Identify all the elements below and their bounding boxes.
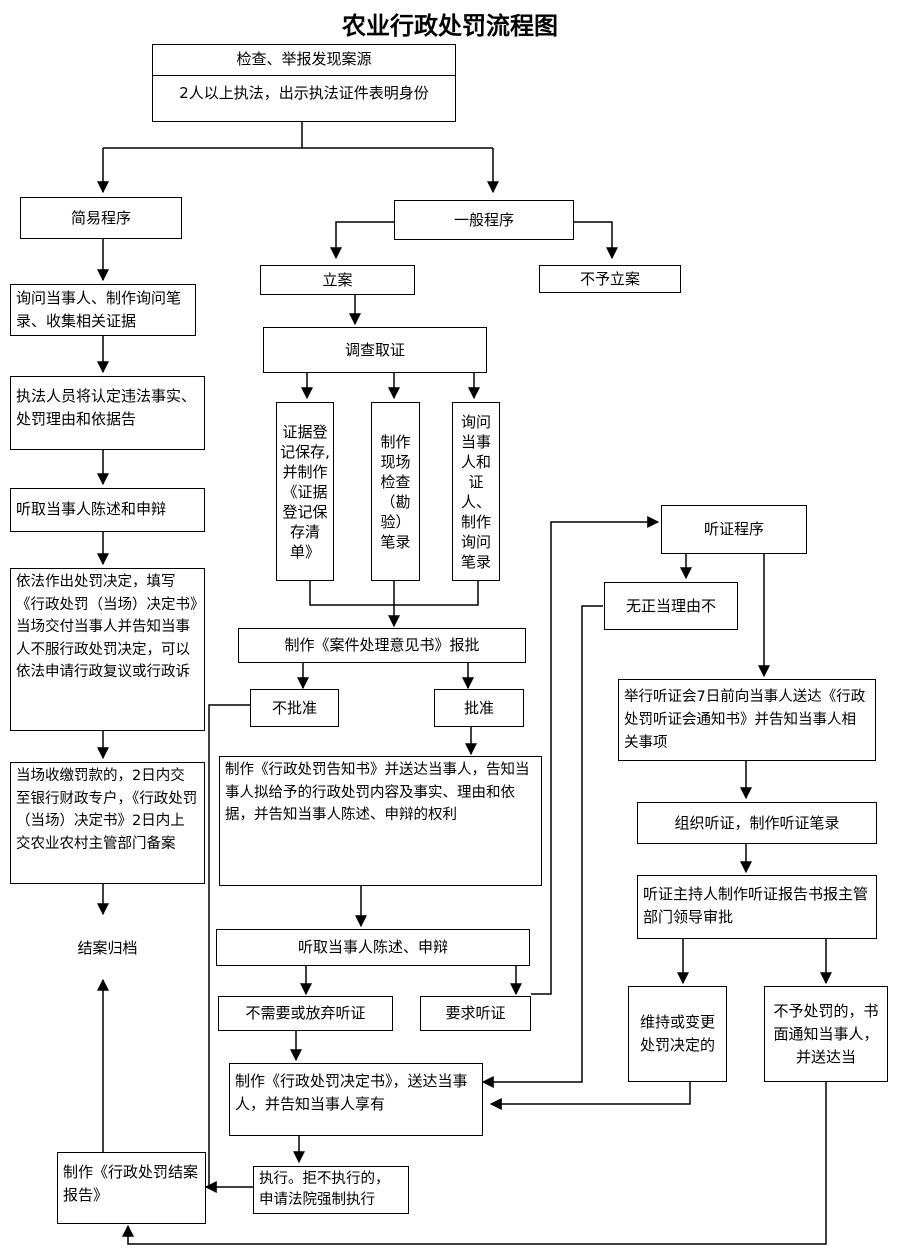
opinion-box: 制作《案件处理意见书》报批	[238, 628, 526, 663]
simple-step-fine: 当场收缴罚款的，2日内交至银行财政专户，《行政处罚（当场）决定书》2日内上交农业…	[10, 762, 205, 884]
chart-title: 农业行政处罚流程图	[342, 11, 558, 40]
source-line2: 2人以上执法，出示执法证件表明身份	[179, 84, 429, 102]
maintain-decision-box: 维持或变更处罚决定的	[628, 986, 727, 1082]
simple-step-inform: 执法人员将认定违法事实、处罚理由和依据告	[10, 376, 205, 450]
connector-general-right	[573, 221, 618, 260]
investigate-box: 调查取证	[263, 327, 487, 373]
inquiry-record-box: 询问当事人和证人、制作询问笔录	[452, 402, 500, 581]
hearing-procedure-box: 听证程序	[661, 505, 807, 554]
source-line1: 检查、举报发现案源	[153, 45, 455, 76]
source-box: 检查、举报发现案源 2人以上执法，出示执法证件表明身份	[152, 44, 456, 122]
approve-box: 批准	[434, 689, 524, 727]
hearing-notice-box: 举行听证会7日前向当事人送达《行政处罚听证会通知书》并告知当事人相关事项	[618, 679, 876, 761]
request-hearing-box: 要求听证	[420, 996, 531, 1031]
connector-source-split	[103, 121, 493, 149]
archive-box: 结案归档	[10, 918, 205, 978]
simple-step-inquiry: 询问当事人、制作询问笔录、收集相关证据	[10, 284, 196, 336]
connector-general-left	[330, 221, 394, 260]
execute-box: 执行。拒不执行的，申请法院强制执行	[253, 1166, 409, 1214]
no-reason-box: 无正当理由不	[604, 582, 738, 630]
penalty-notice-box: 制作《行政处罚告知书》并送达当事人，告知当事人拟给予的行政处罚内容及事实、理由和…	[219, 756, 542, 886]
evidence-register-box: 证据登记保存,并制作《证据登记保存清单》	[276, 402, 334, 581]
general-procedure-box: 一般程序	[394, 200, 574, 240]
simple-step-decision: 依法作出处罚决定，填写《行政处罚（当场）决定书》当场交付当事人并告知当事人不服行…	[10, 568, 205, 731]
simple-procedure-box: 简易程序	[20, 197, 182, 239]
onsite-record-box: 制作现场检查（勘验）笔录	[371, 402, 420, 581]
no-register-box: 不予立案	[539, 265, 681, 293]
connector-nopenalty-bottom	[122, 1082, 827, 1245]
reject-box: 不批准	[250, 689, 339, 727]
decision-box: 制作《行政处罚决定书》，送达当事人，并告知当事人享有	[229, 1063, 483, 1136]
simple-step-listen: 听取当事人陈述和申辩	[10, 488, 205, 532]
connector-evidence-join	[309, 581, 479, 606]
connector-maintain-decision	[489, 1082, 691, 1110]
no-penalty-box: 不予处罚的，书面通知当事人，并送达当	[764, 986, 888, 1082]
connector-noreason-decision	[481, 605, 603, 1088]
hearing-report-box: 听证主持人制作听证报告书报主管部门领导审批	[637, 875, 877, 939]
listen-statement-box: 听取当事人陈述、申辩	[216, 929, 530, 966]
register-box: 立案	[260, 265, 415, 295]
hearing-organize-box: 组织听证，制作听证笔录	[637, 802, 877, 844]
close-report-box: 制作《行政处罚结案报告》	[57, 1152, 206, 1224]
connector-reject	[208, 704, 250, 1187]
connector-reqhearing-hearing	[531, 516, 660, 995]
no-hearing-box: 不需要或放弃听证	[218, 996, 393, 1031]
